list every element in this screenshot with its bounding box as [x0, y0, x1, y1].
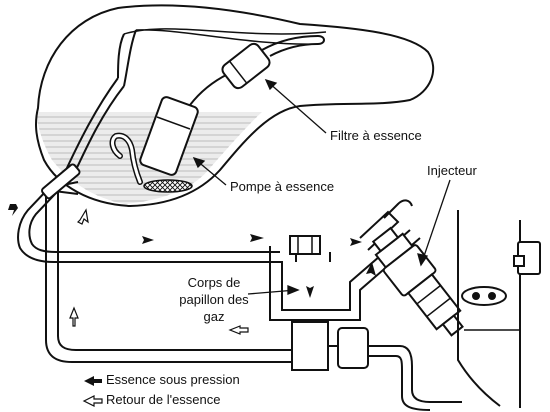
fuel-tank: [35, 4, 435, 208]
legend-item-pressure: Essence sous pression: [84, 371, 240, 391]
fuel-pump: [139, 96, 199, 193]
legend-label-return: Retour de l'essence: [106, 392, 221, 407]
leader-lines: [192, 78, 451, 295]
label-filtre: Filtre à essence: [330, 128, 422, 143]
pressure-regulator-nut: [289, 235, 321, 255]
hose-clamp-left: [41, 163, 81, 200]
label-pompe: Pompe à essence: [230, 179, 335, 194]
arrow-pressure-3: [250, 234, 264, 242]
legend: Essence sous pression Retour de l'essenc…: [84, 371, 240, 411]
arrow-pressure-2: [142, 236, 154, 244]
arrow-pressure-1: [8, 204, 18, 216]
injector-supply-line: [383, 199, 413, 219]
filter-outlet-line: [261, 34, 325, 57]
pump-to-filter-line: [189, 73, 229, 106]
arrow-pressure-5: [366, 262, 376, 276]
arrow-pressure-4: [350, 238, 362, 246]
tank-outline: [35, 4, 435, 208]
return-regulator: [291, 321, 462, 411]
injector: [371, 226, 464, 337]
legend-item-return: Retour de l'essence: [84, 391, 240, 411]
fuel-filter: [221, 42, 271, 90]
return-flow-arrows: [69, 208, 249, 335]
arrow-return-3: [228, 325, 249, 335]
arrow-pressure-6: [306, 286, 314, 298]
arrow-return-1: [76, 208, 89, 225]
legend-arrow-pressure: [84, 376, 102, 386]
legend-label-pressure: Essence sous pression: [106, 372, 240, 387]
pressure-fuel-line: [17, 28, 327, 263]
arrow-return-2: [69, 306, 79, 327]
label-corps-papillon: Corps de papillon des gaz: [179, 275, 249, 324]
engine-intake: [457, 210, 541, 408]
legend-arrow-return: [82, 395, 103, 407]
pressure-flow-arrows: [8, 204, 376, 298]
pump-strainer: [143, 179, 193, 193]
label-injecteur: Injecteur: [427, 163, 477, 178]
